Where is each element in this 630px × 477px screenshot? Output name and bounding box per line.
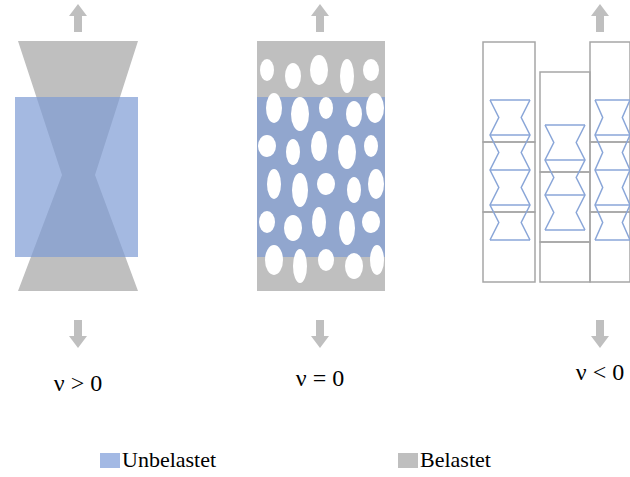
unloaded-cell bbox=[576, 125, 585, 230]
loaded-cell bbox=[590, 42, 630, 142]
unloaded-rib bbox=[595, 204, 630, 206]
unloaded-rib bbox=[595, 169, 630, 171]
loaded-cell bbox=[483, 42, 535, 142]
unloaded-rib bbox=[490, 239, 530, 241]
unloaded-rib bbox=[595, 99, 630, 101]
unloaded-cell bbox=[595, 100, 603, 240]
unloaded-rib bbox=[595, 239, 630, 241]
pore bbox=[259, 211, 275, 233]
pore bbox=[345, 253, 363, 279]
pore bbox=[310, 55, 328, 85]
unloaded-rib bbox=[545, 159, 585, 161]
unloaded-cell bbox=[521, 100, 530, 240]
legend-entry: Unbelastet bbox=[100, 447, 216, 473]
negative-poisson-figure bbox=[483, 4, 630, 348]
unloaded-rib bbox=[490, 99, 530, 101]
unloaded-rib bbox=[545, 194, 585, 196]
unloaded-rib bbox=[595, 134, 630, 136]
unloaded-rib bbox=[490, 169, 530, 171]
legend-swatch bbox=[100, 453, 120, 468]
poisson-label: ν > 0 bbox=[54, 370, 102, 397]
pore bbox=[339, 211, 355, 245]
pore bbox=[318, 249, 334, 271]
pore bbox=[291, 97, 309, 131]
legend-text: Belastet bbox=[420, 447, 491, 473]
loaded-cell bbox=[540, 172, 590, 242]
loaded-cell bbox=[483, 212, 535, 282]
pore bbox=[266, 93, 282, 123]
unloaded-rib bbox=[545, 124, 585, 126]
unloaded-rib bbox=[545, 229, 585, 231]
unloaded-rib bbox=[490, 204, 530, 206]
pore bbox=[370, 245, 384, 275]
positive-poisson-figure bbox=[15, 4, 138, 348]
pore bbox=[285, 63, 301, 89]
pore bbox=[364, 135, 378, 157]
unloaded-cell bbox=[490, 100, 499, 240]
pore bbox=[362, 211, 380, 233]
loaded-cell bbox=[540, 72, 590, 172]
zero-poisson-figure bbox=[257, 4, 385, 348]
pore bbox=[366, 93, 384, 123]
pore bbox=[340, 59, 354, 93]
pore bbox=[346, 101, 362, 127]
pore bbox=[293, 249, 307, 283]
pore bbox=[317, 173, 335, 195]
pore bbox=[312, 207, 326, 237]
loaded-cell bbox=[590, 212, 630, 282]
legend-entry: Belastet bbox=[398, 447, 491, 473]
pore bbox=[368, 169, 384, 199]
legend-text: Unbelastet bbox=[122, 447, 216, 473]
pore bbox=[363, 59, 379, 81]
poisson-label: ν = 0 bbox=[296, 365, 344, 392]
pore bbox=[286, 139, 300, 165]
pore bbox=[311, 131, 327, 161]
pore bbox=[319, 97, 333, 119]
pore bbox=[347, 177, 361, 203]
pore bbox=[267, 169, 281, 199]
unloaded-cell bbox=[545, 125, 554, 230]
pore bbox=[292, 173, 308, 207]
pore bbox=[265, 245, 283, 275]
pore bbox=[260, 59, 274, 81]
pore bbox=[338, 135, 356, 169]
loaded-cell bbox=[540, 242, 590, 282]
pore bbox=[284, 215, 302, 241]
legend-swatch bbox=[398, 453, 418, 468]
unloaded-rib bbox=[490, 134, 530, 136]
poisson-label: ν < 0 bbox=[576, 359, 624, 386]
pore bbox=[258, 135, 276, 157]
unloaded-cell bbox=[622, 100, 630, 240]
